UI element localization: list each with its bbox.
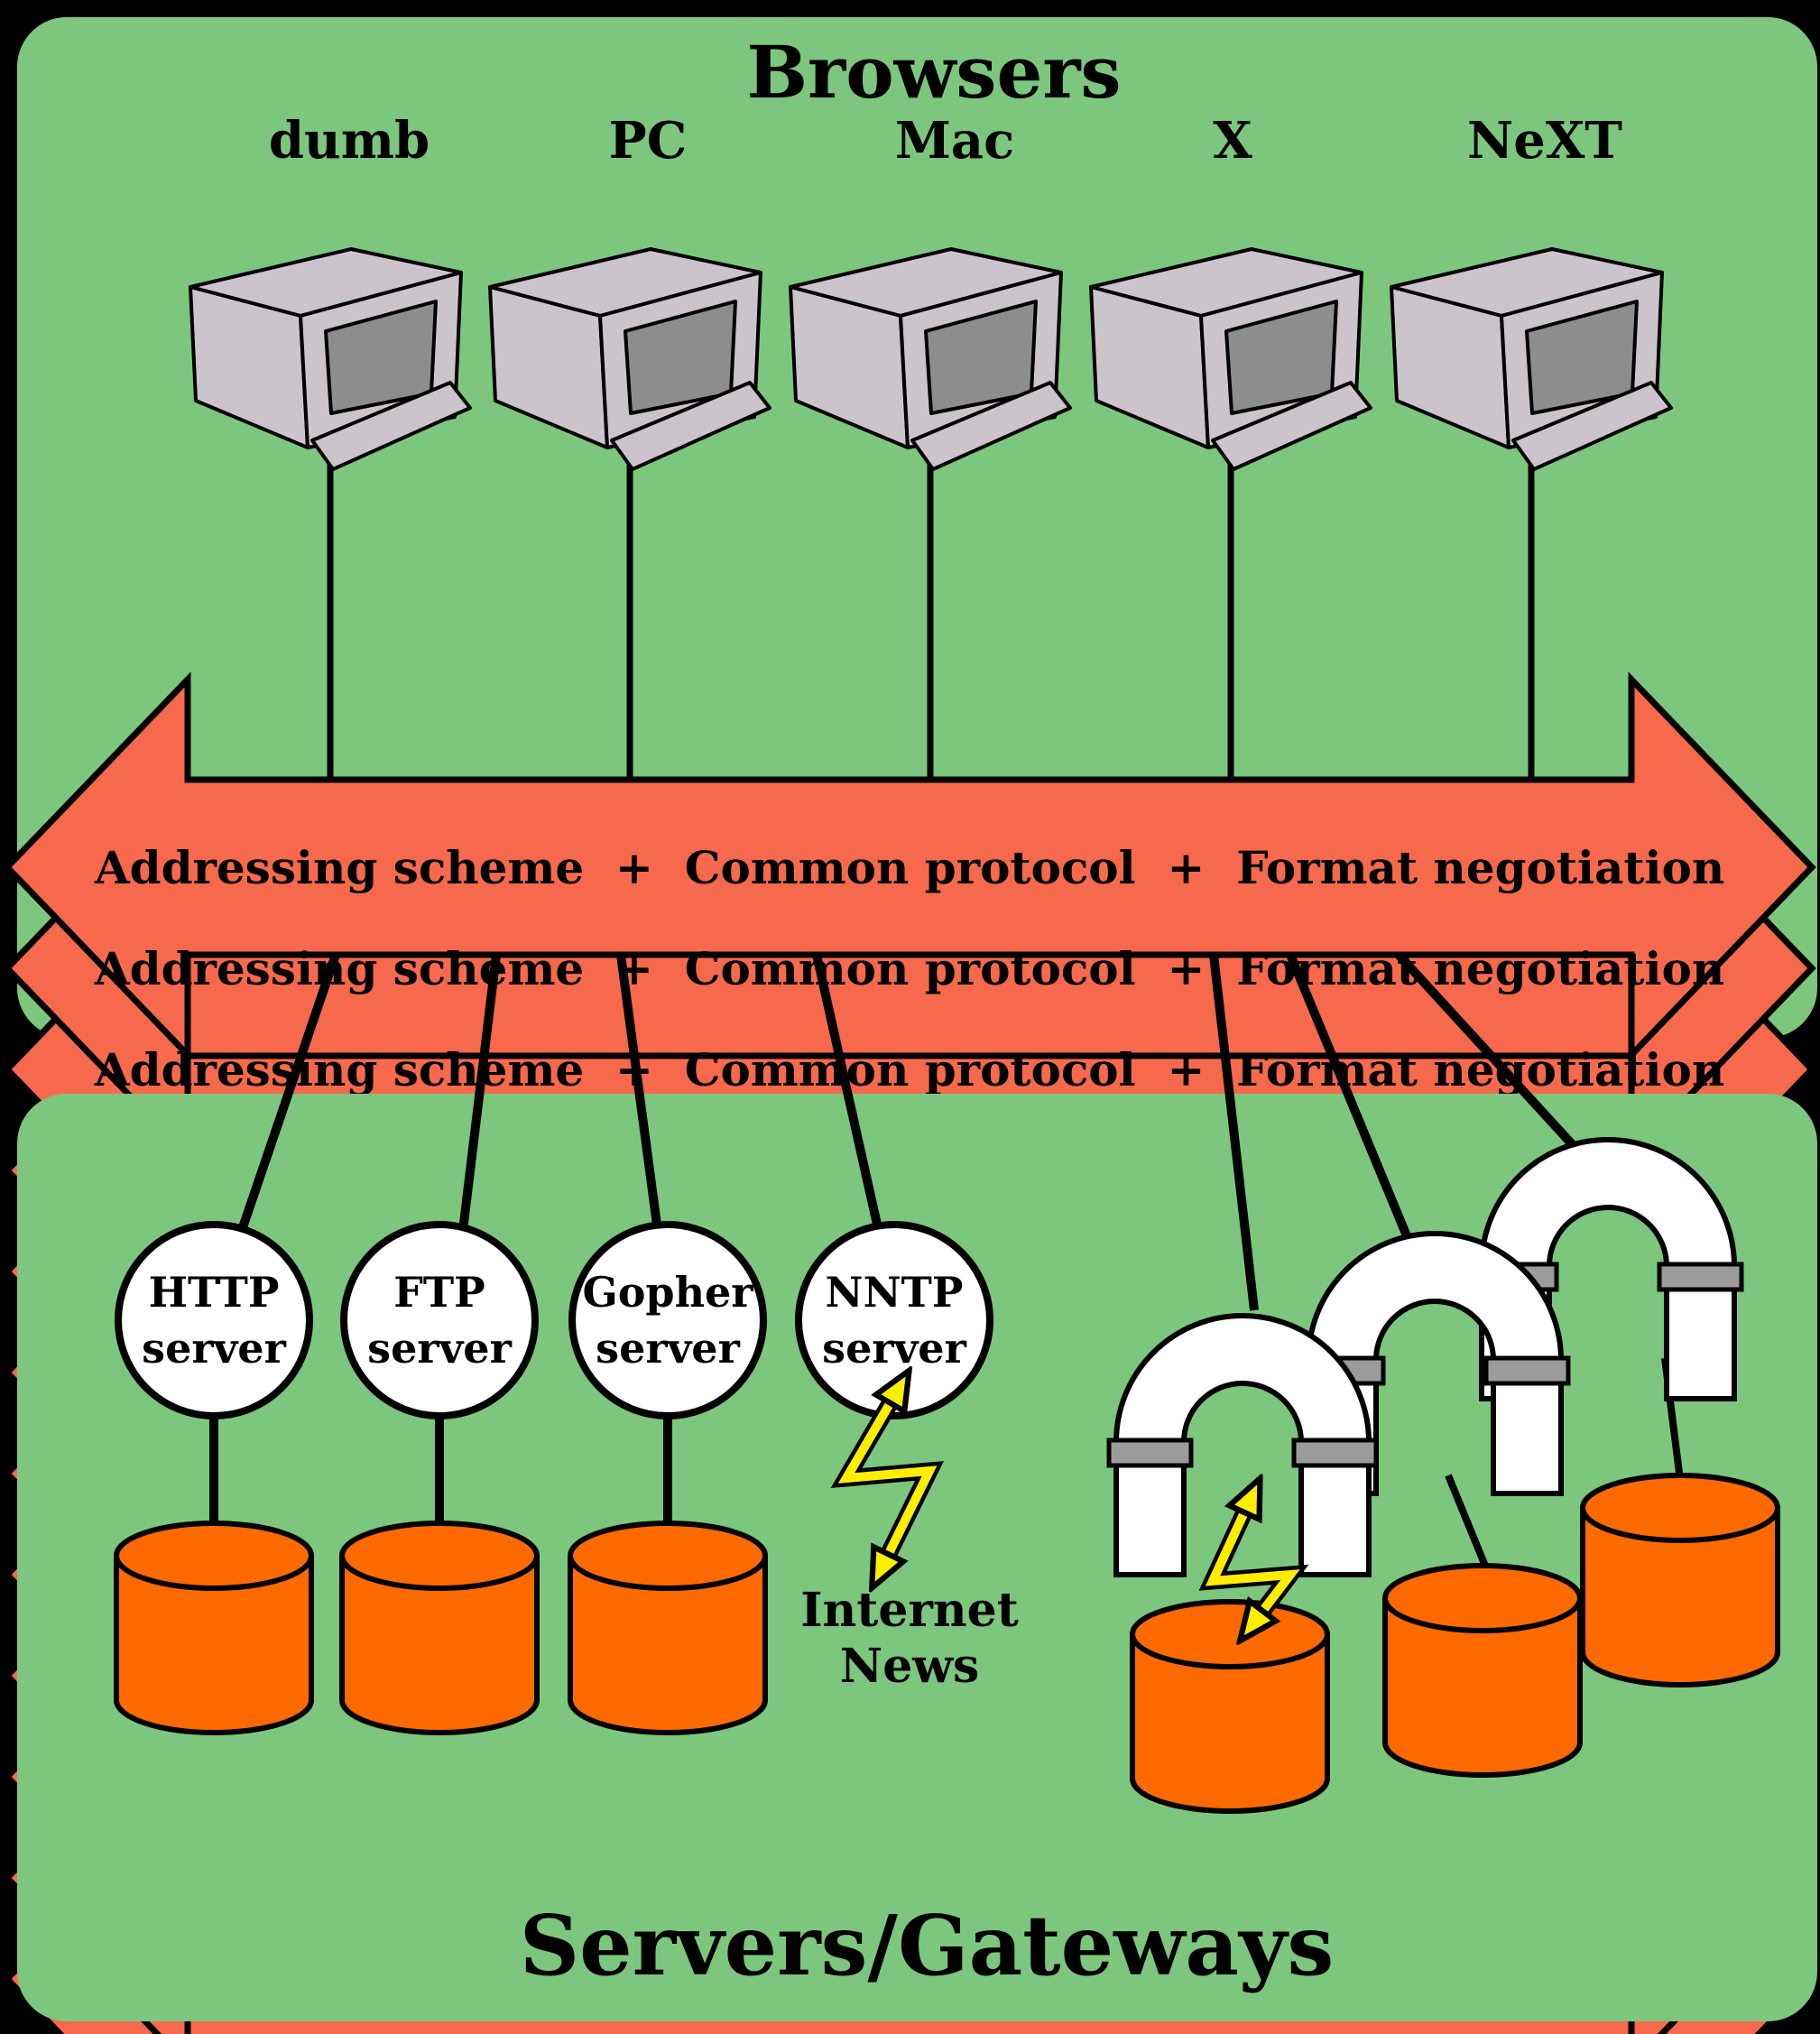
internet-news-label-2: News: [840, 1639, 980, 1694]
server-nntp: NNTP server: [795, 1221, 993, 1419]
server-ftp: FTP server: [340, 1221, 539, 1419]
server-http-label-2: server: [142, 1324, 286, 1373]
database-cylinder-icon: [568, 1521, 768, 1735]
lightning-bolt-icon: [1198, 1489, 1309, 1632]
server-databases: [114, 1521, 768, 1735]
connector-nntp: [812, 953, 884, 1238]
database-cylinder-icon: [1580, 1473, 1780, 1687]
connector-gateway-2: [1286, 953, 1412, 1240]
browser-label-mac: Mac: [895, 111, 1014, 171]
server-ftp-label-2: server: [367, 1324, 512, 1373]
server-circles: HTTP server FTP server Gopher server NNT…: [115, 1221, 993, 1419]
database-cylinder-icon: [114, 1521, 314, 1735]
database-cylinder-icon: [339, 1521, 540, 1735]
server-gopher-label-2: server: [596, 1324, 740, 1373]
gateway-arch-leg: [1113, 1461, 1187, 1577]
database-cylinder-icon: [1382, 1563, 1583, 1778]
bus-label-1: Addressing scheme + Common protocol + Fo…: [94, 841, 1724, 894]
gateway-arch-leg: [1491, 1379, 1564, 1496]
browser-label-next: NeXT: [1467, 111, 1622, 171]
gateway-arches: [1106, 1137, 1744, 1577]
server-circle: [115, 1221, 313, 1419]
database-cylinder-icon: [1130, 1599, 1330, 1814]
server-gopher: Gopher server: [568, 1221, 767, 1419]
connector-ftp: [457, 954, 501, 1239]
browser-stem-lines: [327, 456, 1535, 812]
browser-label-x: X: [1213, 111, 1252, 171]
bus-connector-lines: [235, 951, 1587, 1311]
gateway-arch-band: [1106, 1438, 1194, 1468]
browser-label-pc: PC: [609, 111, 688, 171]
bus-band-labels: Addressing scheme + Common protocol + Fo…: [94, 841, 1724, 1096]
lightning-bolt-icon: [830, 1381, 944, 1577]
gateway-2-db-line: [1445, 1474, 1492, 1576]
server-circle: [568, 1221, 767, 1419]
gateway-arch-band: [1483, 1355, 1571, 1386]
page-title-servers-gateways: Servers/Gateways: [520, 1897, 1335, 1994]
server-circle: [340, 1221, 539, 1419]
server-storage-stems: [209, 1413, 672, 1534]
internet-news-label-1: Internet: [800, 1583, 1019, 1638]
connector-gateway-1: [1209, 954, 1259, 1311]
gateway-databases: [1130, 1473, 1780, 1814]
lightning-bolts: [830, 1381, 1309, 1632]
browser-labels: dumb PC Mac X NeXT: [269, 111, 1622, 171]
browser-label-dumb: dumb: [269, 111, 430, 171]
gateway-arch-band: [1291, 1438, 1379, 1468]
connector-gopher: [616, 954, 663, 1239]
server-http: HTTP server: [115, 1221, 313, 1419]
gateway-arch-icon: [1106, 1313, 1379, 1577]
server-nntp-label-1: NNTP: [826, 1268, 964, 1317]
bus-label-2: Addressing scheme + Common protocol + Fo…: [94, 942, 1724, 995]
page-title-browsers: Browsers: [746, 30, 1121, 115]
gateway-arch-band: [1657, 1262, 1744, 1292]
bus-label-3: Addressing scheme + Common protocol + Fo…: [94, 1043, 1724, 1096]
gateway-arch-leg: [1664, 1285, 1737, 1401]
server-ftp-label-1: FTP: [393, 1268, 485, 1317]
connector-gateway-3: [1395, 951, 1587, 1160]
server-nntp-label-2: server: [822, 1324, 966, 1373]
bus-double-arrow: [3, 671, 1816, 1063]
server-gopher-label-1: Gopher: [582, 1268, 753, 1317]
server-http-label-1: HTTP: [149, 1268, 280, 1317]
gateway-arch-leg: [1298, 1461, 1372, 1577]
connector-http: [235, 953, 340, 1240]
